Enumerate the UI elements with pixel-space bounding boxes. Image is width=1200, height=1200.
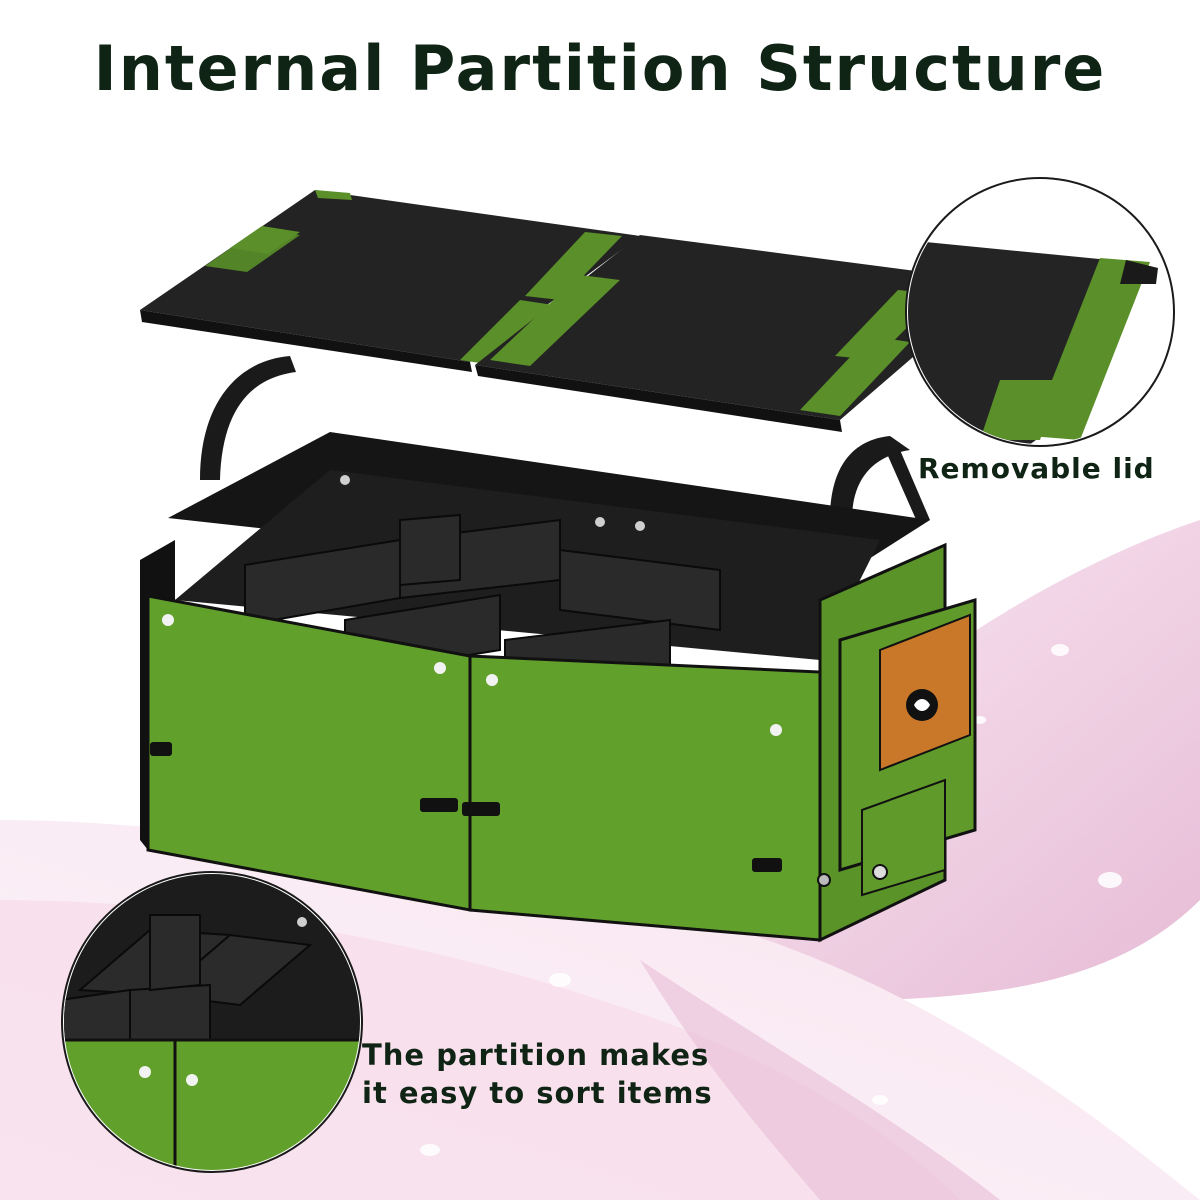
organizer-box <box>140 356 977 943</box>
partition-caption-line-1: The partition makes <box>362 1038 710 1072</box>
partition-detail-circle <box>61 871 363 1173</box>
partition-caption: The partition makes it easy to sort item… <box>362 1036 782 1112</box>
partition-caption-line-2: it easy to sort items <box>362 1076 713 1110</box>
page-title: Internal Partition Structure <box>93 32 1107 105</box>
lid-caption: Removable lid <box>918 452 1155 485</box>
lid-detail-circle <box>905 177 1175 447</box>
lid-panels <box>140 190 1000 432</box>
